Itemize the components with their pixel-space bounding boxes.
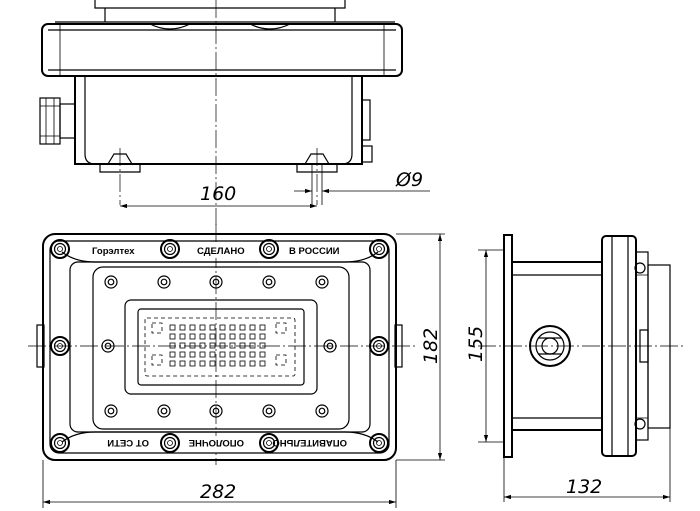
dim-width: 282 — [200, 481, 236, 503]
connector-pin — [229, 351, 236, 358]
connector-pin — [169, 360, 176, 367]
dim-bolt-spacing: 160 — [200, 183, 236, 205]
connector-pin — [169, 333, 176, 340]
top-view: 160 Ø9 — [39, 0, 430, 225]
connector-pin — [249, 360, 256, 367]
connector-pin — [239, 360, 246, 367]
connector-pin — [209, 342, 216, 349]
connector-pin — [229, 333, 236, 340]
connector-pin — [239, 351, 246, 358]
connector-pin — [239, 342, 246, 349]
dim-height: 182 — [420, 328, 442, 364]
connector-pin — [239, 324, 246, 331]
connector-pin — [179, 333, 186, 340]
connector-pin — [249, 351, 256, 358]
connector-pin — [199, 360, 206, 367]
connector-pin — [179, 360, 186, 367]
connector-pin — [189, 342, 196, 349]
connector-pin — [219, 342, 226, 349]
front-view: Горэлтех СДЕЛАНО В РОССИИ ОТ СЕТИ ОПОЛОЧ… — [28, 224, 445, 508]
connector-pin — [209, 351, 216, 358]
connector-pin — [199, 333, 206, 340]
connector-pin — [219, 333, 226, 340]
connector-pin — [179, 342, 186, 349]
connector-pin — [229, 324, 236, 331]
connector-pin — [219, 324, 226, 331]
dim-hole-diameter: Ø9 — [395, 169, 423, 191]
connector-pin — [189, 333, 196, 340]
connector-pin — [259, 324, 266, 331]
connector-pin — [189, 324, 196, 331]
connector-pin — [229, 342, 236, 349]
connector-pin — [259, 333, 266, 340]
connector-pin — [189, 351, 196, 358]
connector-pin — [209, 324, 216, 331]
connector-pin — [199, 324, 206, 331]
connector-pin — [259, 360, 266, 367]
connector-pin — [169, 351, 176, 358]
label-made: СДЕЛАНО — [197, 246, 245, 257]
label-bottom-mid: ОПОЛОЧНЕ — [189, 437, 244, 448]
connector-pin — [199, 342, 206, 349]
dim-depth: 132 — [566, 476, 602, 498]
connector-pin — [169, 324, 176, 331]
connector-pin — [169, 342, 176, 349]
connector-pin — [229, 360, 236, 367]
label-brand: Горэлтех — [92, 246, 135, 257]
label-in-russia: В РОССИИ — [289, 246, 340, 257]
connector-pin — [209, 360, 216, 367]
connector-pin — [239, 333, 246, 340]
connector-pin — [179, 324, 186, 331]
connector-pin — [249, 342, 256, 349]
connector-pin — [209, 333, 216, 340]
connector-pin — [199, 351, 206, 358]
connector-pin — [189, 360, 196, 367]
connector-pin — [259, 351, 266, 358]
side-view: 155 132 — [465, 234, 685, 502]
label-bottom-left: ОТ СЕТИ — [107, 437, 149, 448]
dim-flange-height: 155 — [465, 326, 487, 362]
connector-pin — [179, 351, 186, 358]
connector-pins — [169, 324, 266, 367]
connector-pin — [219, 360, 226, 367]
connector-pin — [259, 342, 266, 349]
connector-pin — [249, 324, 256, 331]
connector-pin — [219, 351, 226, 358]
label-bottom-right: ОПАВИТЕЛЬНО — [272, 437, 347, 448]
connector-pin — [249, 333, 256, 340]
